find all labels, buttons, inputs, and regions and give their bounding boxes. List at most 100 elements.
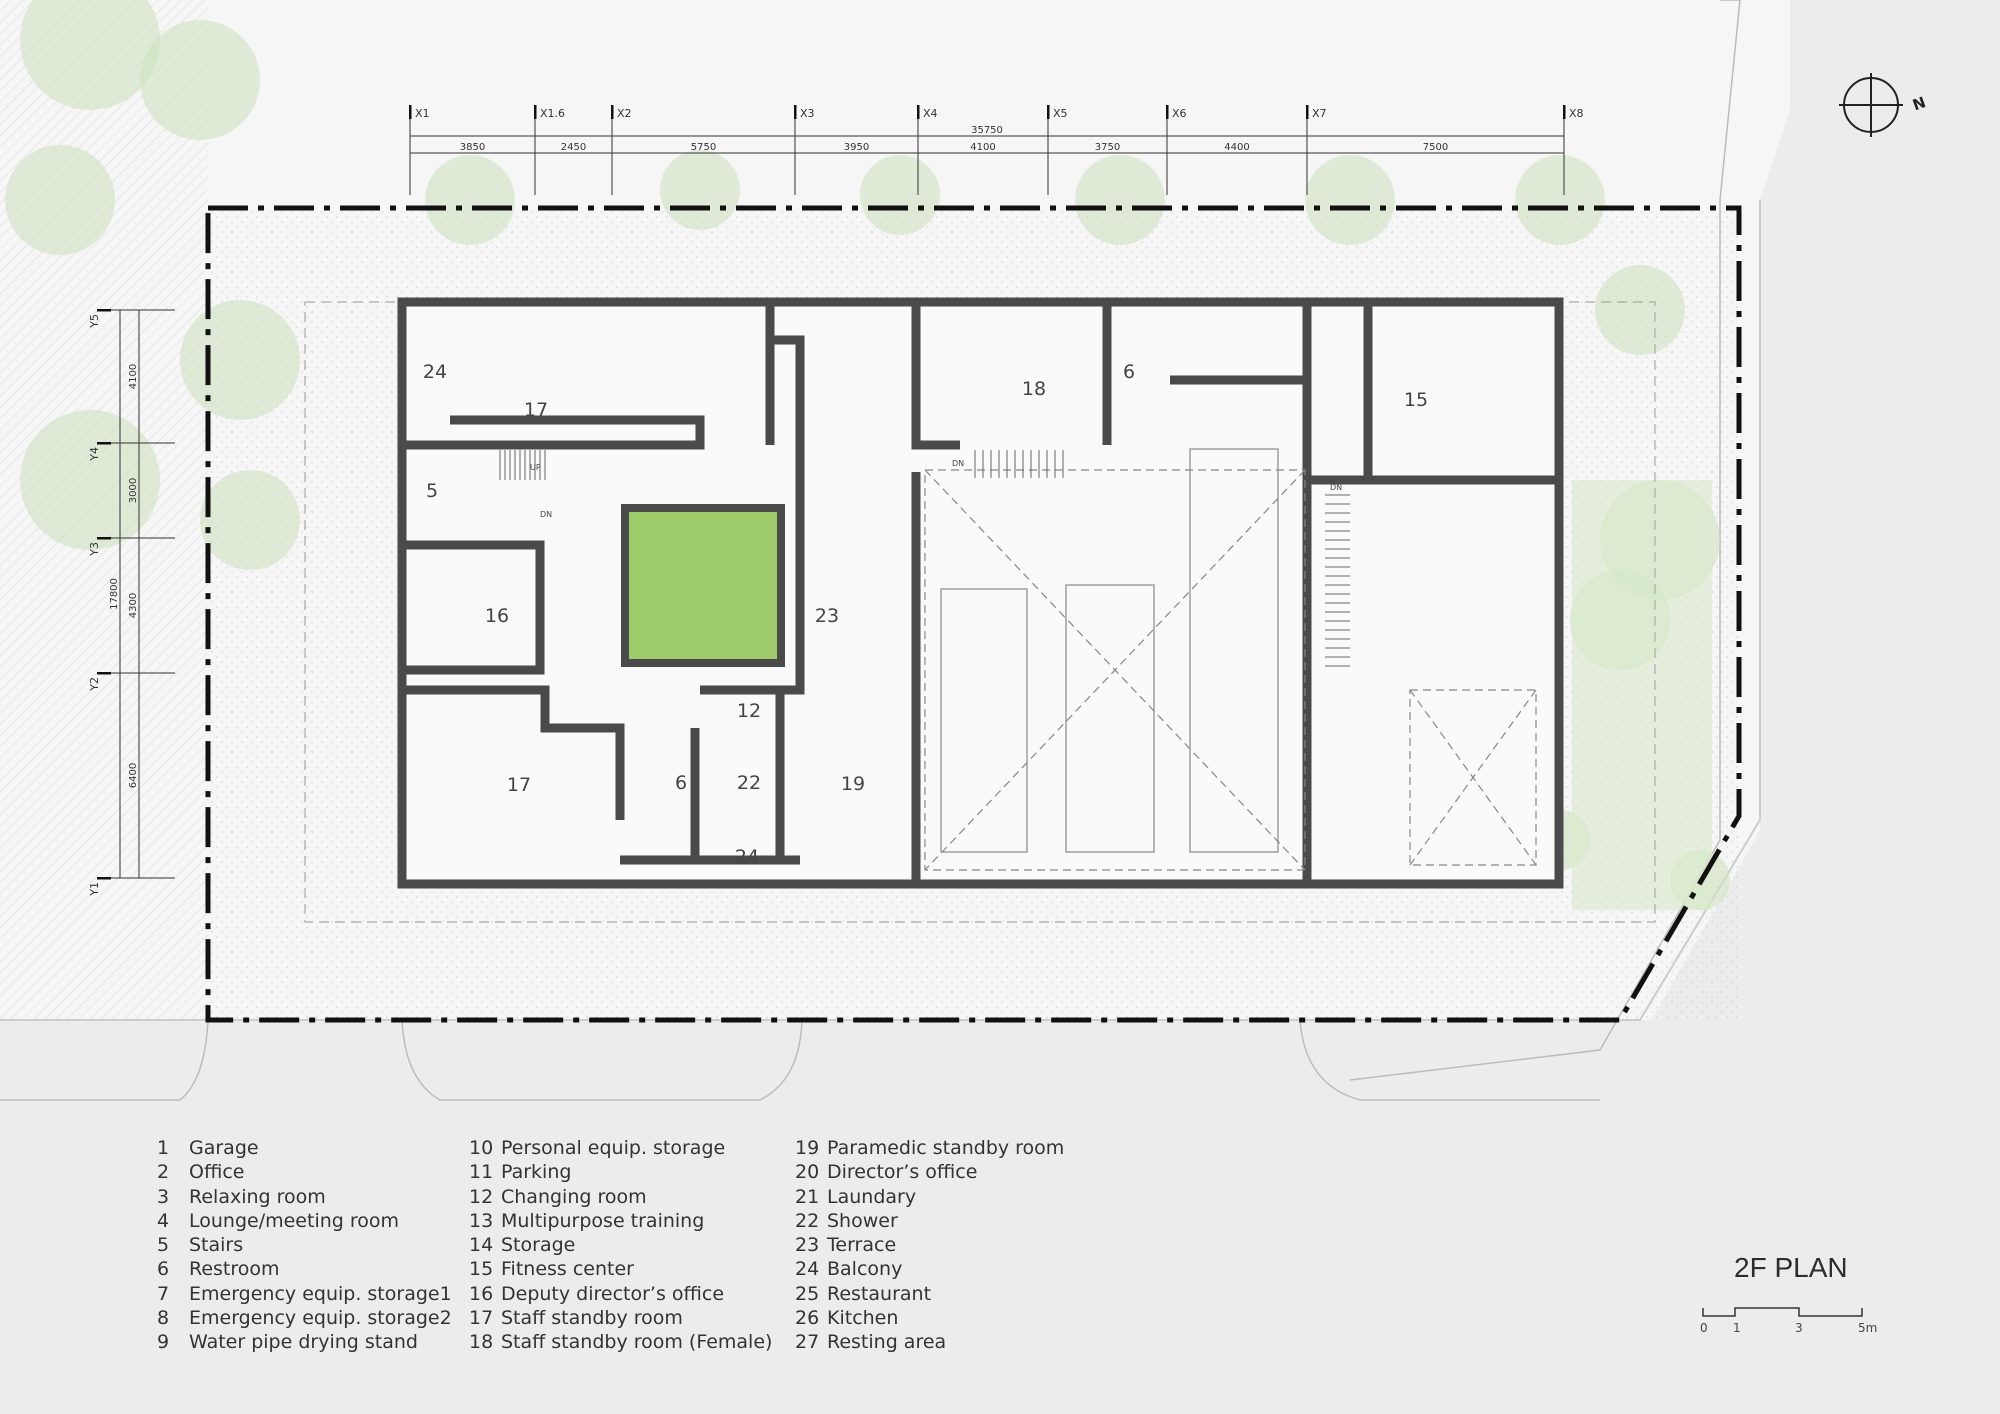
legend-number: 4: [157, 1209, 170, 1232]
room-number: 12: [737, 700, 761, 722]
grid-marker: [1166, 105, 1169, 119]
tree: [1515, 155, 1605, 245]
legend-number: 25: [795, 1282, 820, 1305]
span-dimension: 5750: [691, 142, 716, 153]
room-number: 5: [426, 480, 438, 502]
legend-number: 7: [157, 1282, 170, 1305]
span-dimension: 2450: [561, 142, 586, 153]
legend-number: 1: [157, 1137, 170, 1159]
span-dimension: 4100: [970, 142, 995, 153]
scale-tick-label: 1: [1733, 1321, 1741, 1335]
room-number: 24: [735, 846, 759, 868]
tree: [860, 155, 940, 235]
lawn: [1572, 480, 1712, 910]
plan-title: 2F PLAN: [1734, 1252, 1848, 1283]
site-boundary: [205, 205, 1742, 1023]
legend-label: Garage: [189, 1137, 259, 1159]
legend-label: Multipurpose training: [501, 1209, 705, 1232]
legend-label: Balcony: [827, 1258, 903, 1281]
tree: [1595, 265, 1685, 355]
legend-number: 19: [795, 1137, 820, 1159]
legend-label: Personal equip. storage: [501, 1137, 726, 1159]
legend-item: 11 Parking: [469, 1160, 772, 1184]
legend-label: Stairs: [189, 1234, 244, 1257]
grid-label: X6: [1172, 107, 1187, 120]
legend-number: 6: [157, 1258, 170, 1281]
room-number: 24: [423, 361, 447, 383]
legend-label: Parking: [501, 1161, 572, 1184]
tree: [1075, 155, 1165, 245]
grid-label: X1.6: [540, 107, 565, 120]
stair-direction-label: DN: [540, 510, 552, 519]
tree: [1305, 155, 1395, 245]
grid-marker: [1047, 105, 1050, 119]
walls: [397, 297, 1564, 889]
legend-label: Shower: [827, 1209, 898, 1232]
legend-label: Deputy director’s office: [501, 1282, 725, 1305]
legend-number: 15: [469, 1258, 494, 1281]
grid-label: X3: [800, 107, 815, 120]
tree: [5, 145, 115, 255]
legend-number: 13: [469, 1209, 494, 1232]
grid-label: X4: [923, 107, 938, 120]
legend-number: 11: [469, 1161, 494, 1184]
legend-number: 3: [157, 1185, 170, 1208]
legend-item: 25 Restaurant: [795, 1282, 1064, 1306]
grid-label: Y2: [88, 677, 101, 692]
legend-label: Laundary: [827, 1185, 917, 1208]
grid-label: Y1: [88, 882, 101, 897]
legend-label: Water pipe drying stand: [189, 1331, 418, 1354]
span-dimension: 3000: [128, 478, 139, 503]
room-number: 17: [524, 399, 548, 421]
room-number: 23: [815, 605, 839, 627]
grid-marker: [409, 105, 412, 119]
legend-item: 4 Lounge/meeting room: [157, 1209, 452, 1233]
room-number: 17: [507, 774, 531, 796]
legend-number: 20: [795, 1161, 820, 1184]
stair-direction-label: DN: [1330, 483, 1342, 492]
grid-marker: [97, 877, 111, 880]
room-number: 16: [485, 605, 509, 627]
legend-label: Emergency equip. storage2: [189, 1307, 452, 1330]
legend-number: 23: [795, 1234, 820, 1257]
tree: [425, 155, 515, 245]
building-footprint: [401, 301, 1560, 885]
stairs: [499, 450, 1350, 667]
legend-label: Restaurant: [827, 1282, 932, 1305]
legend-label: Storage: [501, 1234, 576, 1257]
legend-label: Lounge/meeting room: [189, 1209, 400, 1232]
grid-label: Y4: [88, 447, 101, 462]
grid-label: Y3: [88, 542, 101, 557]
scale-bar: [1702, 1307, 1863, 1317]
grid-label: X1: [415, 107, 430, 120]
room-number: 19: [841, 773, 865, 795]
span-dimension: 4400: [1224, 142, 1249, 153]
grid-marker: [534, 105, 537, 119]
room-number: 6: [1123, 361, 1135, 383]
legend-label: Restroom: [189, 1258, 280, 1281]
legend-number: 18: [469, 1331, 494, 1354]
tree: [20, 410, 160, 550]
legend-label: Changing room: [501, 1185, 647, 1208]
